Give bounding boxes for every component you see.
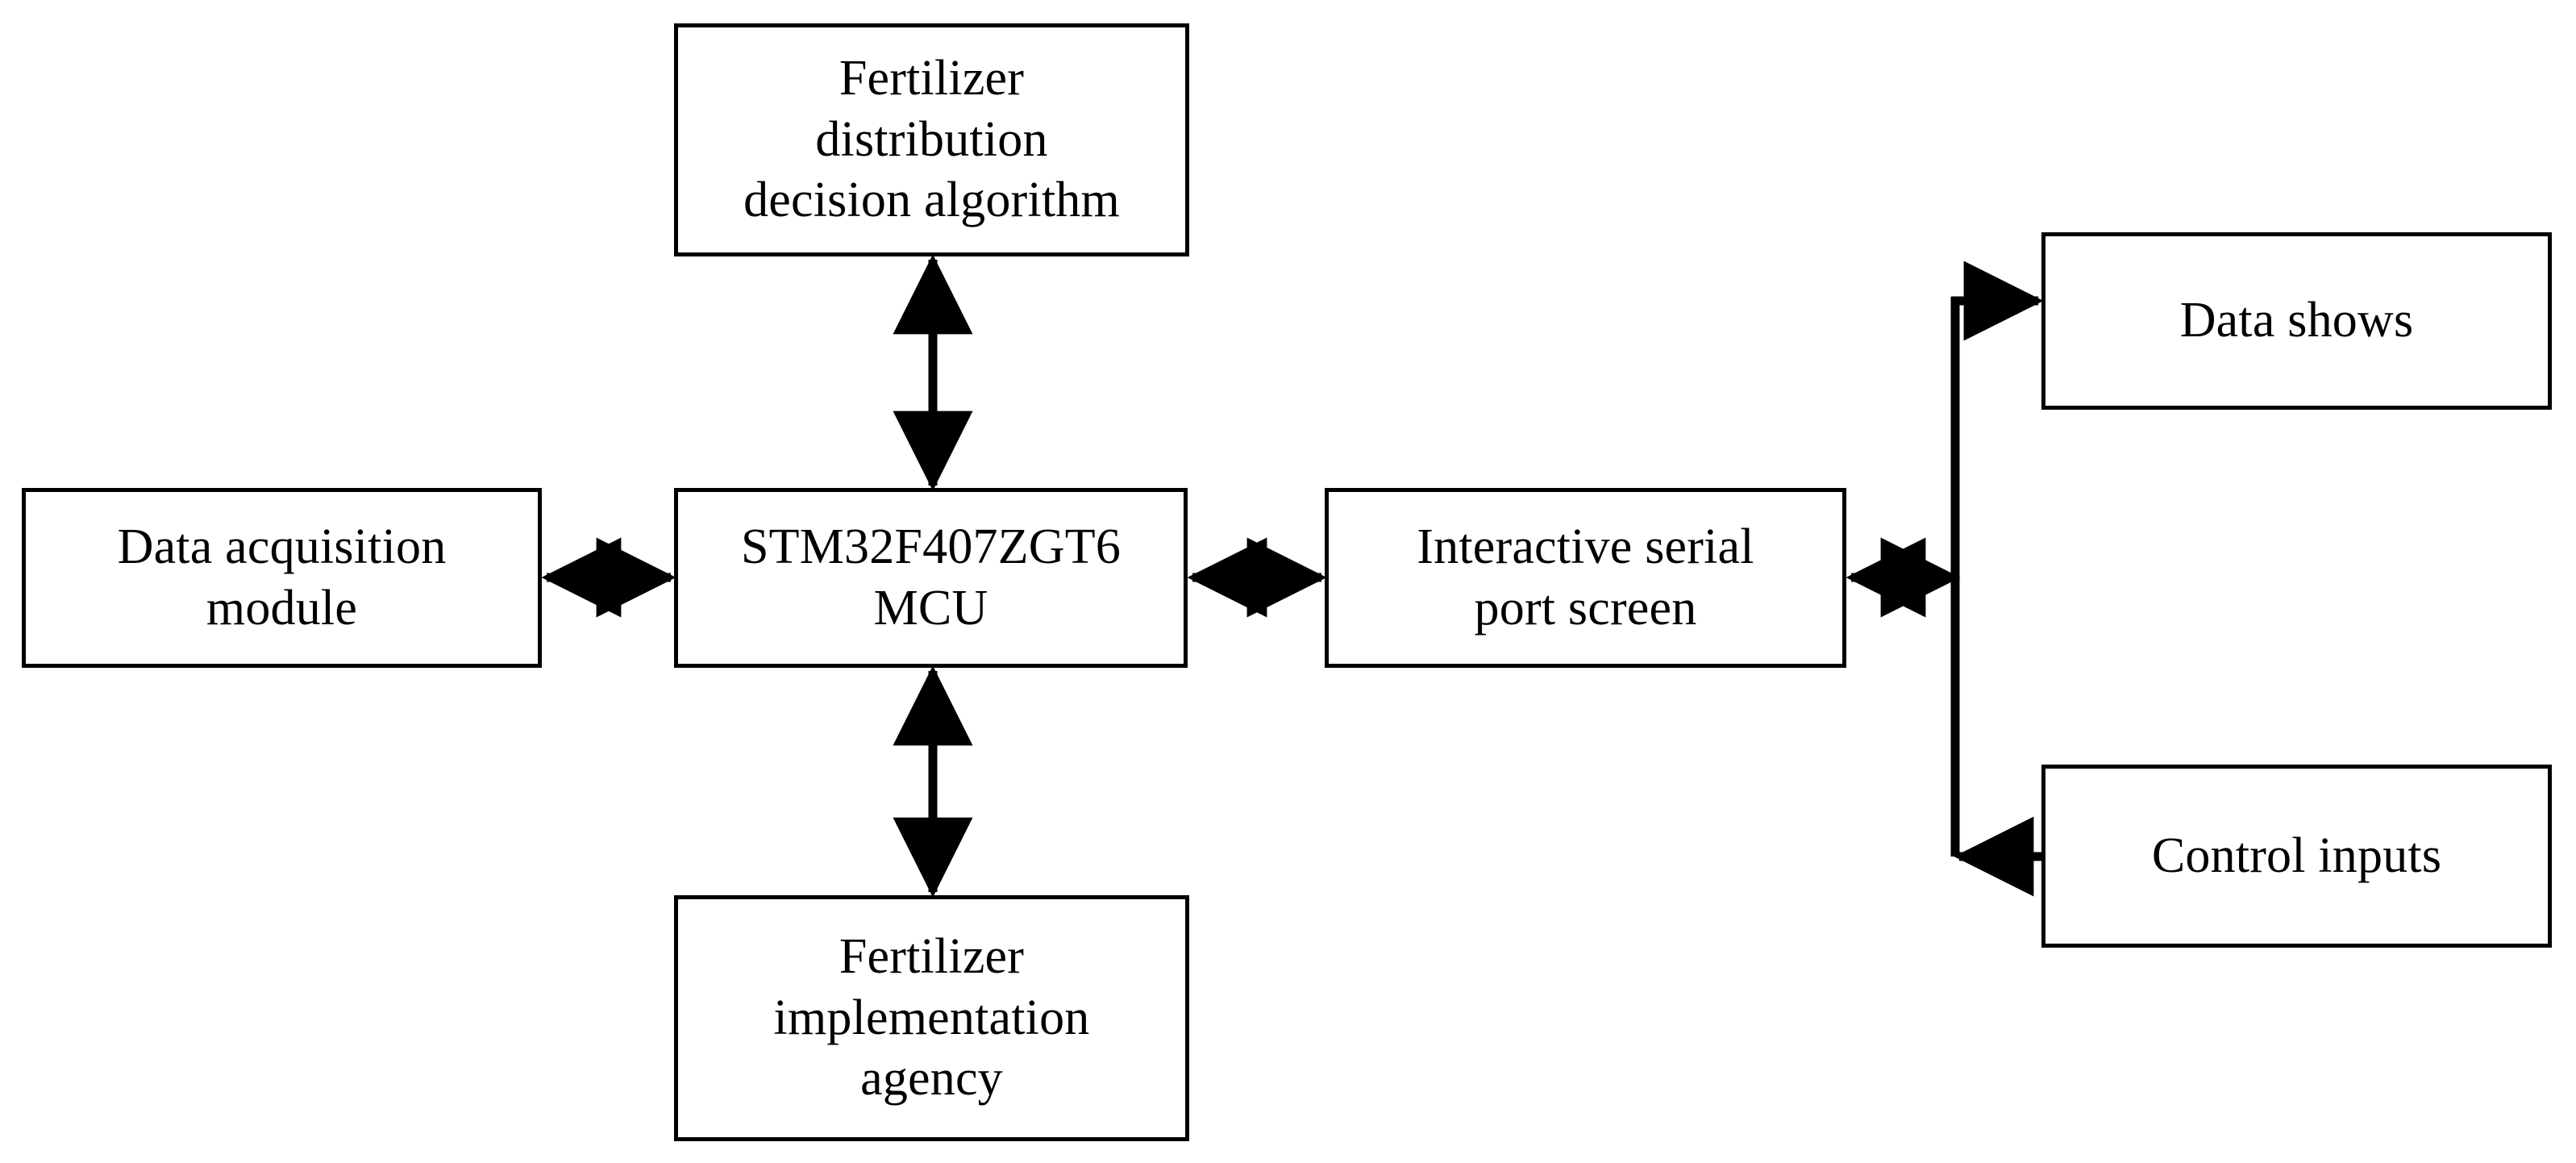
node-interactive-serial-port-screen[interactable]: Interactive serial port screen [1325, 488, 1846, 668]
node-data-shows[interactable]: Data shows [2041, 232, 2552, 410]
node-data-acquisition-module[interactable]: Data acquisition module [22, 488, 542, 668]
node-label-stm32-mcu: STM32F407ZGT6 MCU [740, 519, 1122, 636]
node-stm32-mcu[interactable]: STM32F407ZGT6 MCU [674, 488, 1188, 668]
node-label-control-inputs: Control inputs [2151, 827, 2442, 883]
node-label-interactive-serial-port-screen: Interactive serial port screen [1417, 519, 1754, 636]
node-fertilizer-implementation-agency[interactable]: Fertilizer implementation agency [674, 895, 1189, 1141]
node-label-fertilizer-decision-algorithm: Fertilizer distribution decision algorit… [743, 51, 1120, 228]
node-label-fertilizer-implementation-agency: Fertilizer implementation agency [773, 929, 1090, 1107]
node-label-data-acquisition-module: Data acquisition module [117, 519, 447, 636]
node-label-data-shows: Data shows [2179, 293, 2414, 348]
node-fertilizer-decision-algorithm[interactable]: Fertilizer distribution decision algorit… [674, 23, 1189, 256]
node-control-inputs[interactable]: Control inputs [2041, 765, 2552, 948]
